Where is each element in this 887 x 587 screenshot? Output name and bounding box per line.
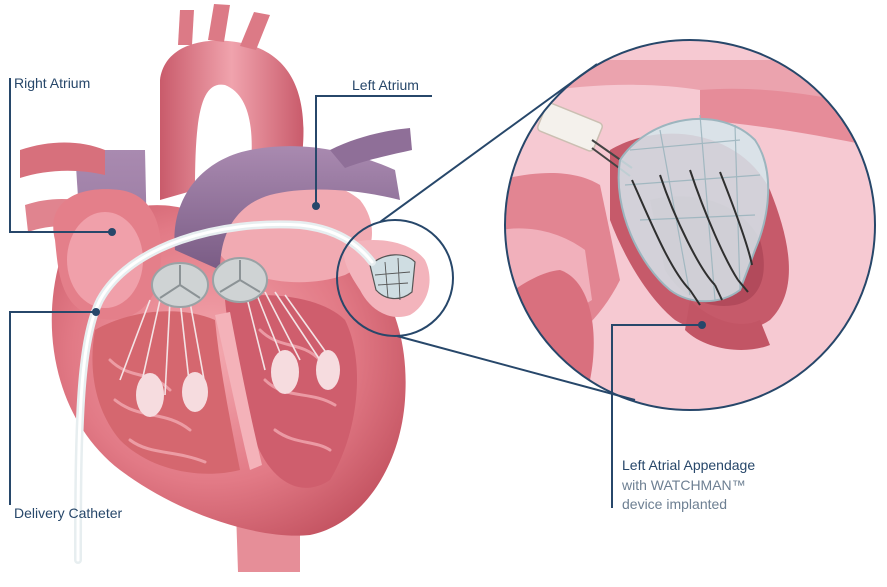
label-delivery-catheter: Delivery Catheter: [14, 505, 123, 521]
zoom-connector-top: [379, 63, 598, 223]
leader-delivery-catheter: [9, 311, 96, 505]
watchman-device-small: [369, 254, 416, 301]
aorta-branch-3: [240, 12, 270, 50]
label-laa-line2: with WATCHMAN™: [622, 477, 746, 493]
pulmonary-vein-left-upper: [20, 142, 105, 178]
heart: [20, 4, 430, 572]
zoom-connector-bottom: [396, 335, 636, 401]
pulmonary-artery: [174, 146, 400, 270]
delivery-catheter-highlight: [76, 222, 374, 562]
leader-lines: [9, 78, 706, 508]
mitral-valve: [212, 257, 268, 303]
left-atrium: [210, 177, 372, 283]
label-laa-line1: Left Atrial Appendage: [622, 457, 756, 473]
aorta-branch-2: [208, 4, 230, 42]
label-laa-line3: device implanted: [622, 496, 728, 512]
tricuspid-valve: [151, 262, 209, 308]
leader-laa: [611, 324, 702, 508]
zoom-ring: [504, 39, 876, 411]
leader-right-atrium: [9, 78, 112, 233]
right-ventricle-cavity: [92, 311, 240, 474]
watchman-device-large: [617, 114, 770, 306]
leader-left-atrium: [315, 95, 432, 206]
aorta-branch-1: [178, 10, 194, 45]
label-right-atrium: Right Atrium: [14, 75, 91, 91]
zoom-source-ring: [336, 219, 454, 337]
zoom-lower-muscle: [505, 270, 594, 410]
pulmonary-artery-right-branch: [330, 128, 412, 168]
label-left-atrium: Left Atrium: [352, 77, 419, 93]
papillary-muscles: [136, 350, 340, 417]
ventricle-septum: [215, 312, 262, 470]
right-atrium-inner: [67, 212, 143, 308]
chordae-tendineae: [119, 289, 336, 396]
